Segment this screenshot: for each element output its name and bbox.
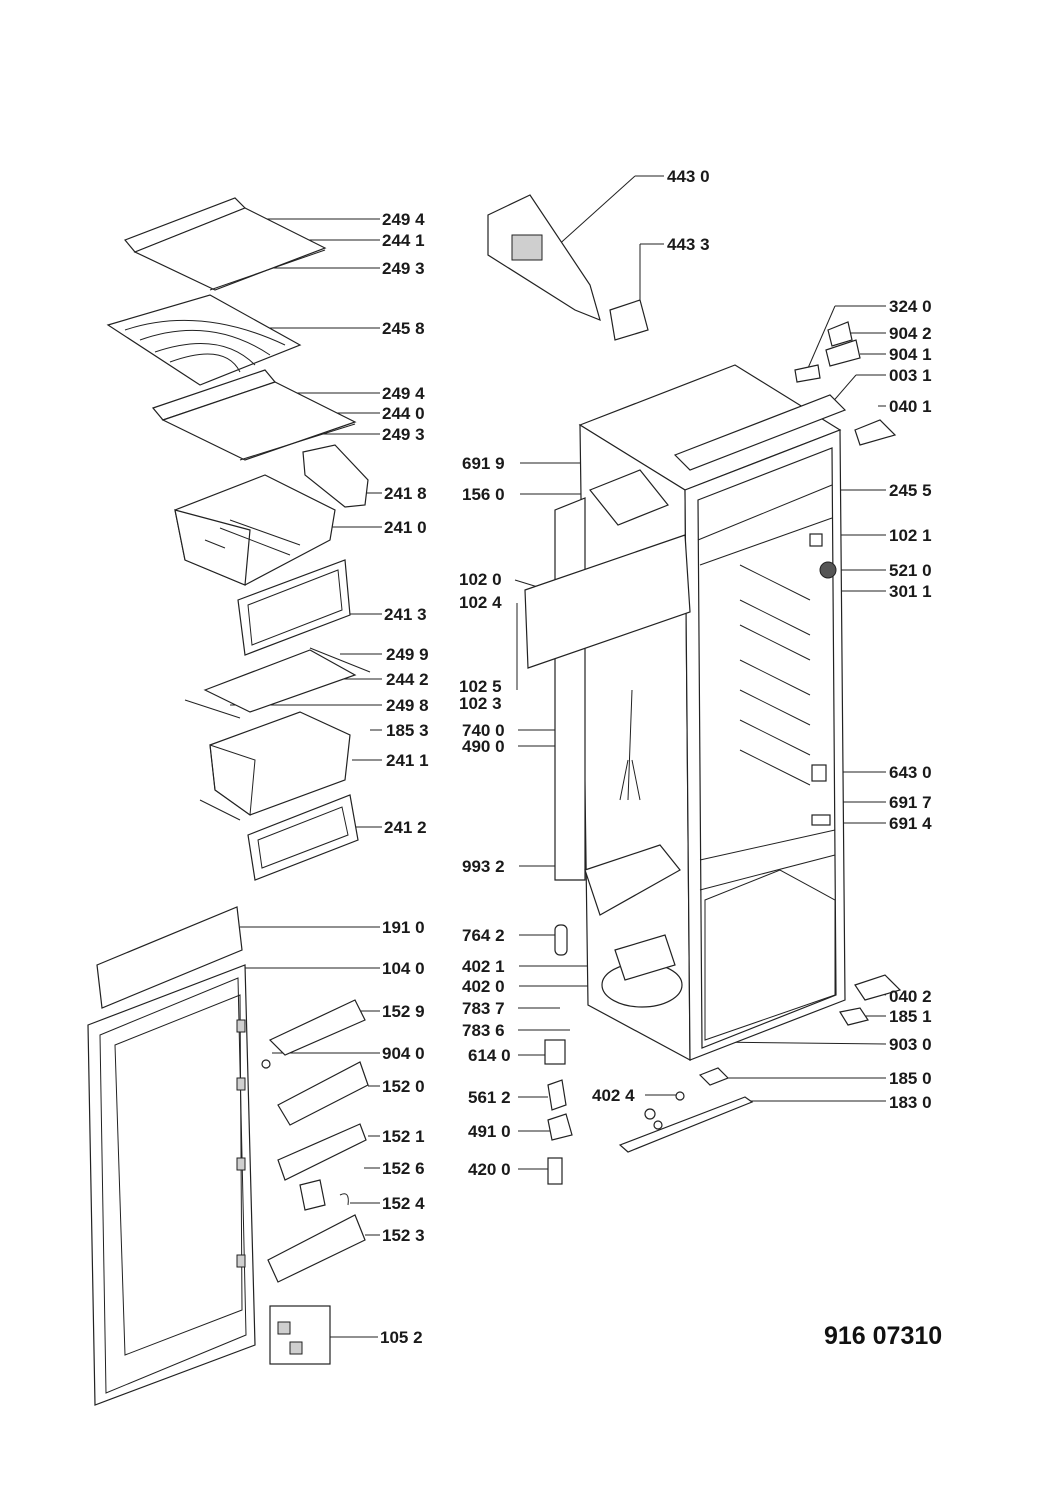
label-1040: 104 0 [382,959,425,978]
label-2455: 245 5 [889,481,932,500]
label-2441: 244 1 [382,231,425,250]
fan-and-grille [487,194,861,367]
label-4430: 443 0 [667,167,710,186]
label-4900: 490 0 [462,737,505,756]
label-6140: 614 0 [468,1046,511,1065]
part-labels: 443 0 443 3 324 0 904 2 904 1 003 1 040 … [380,167,932,1347]
lower-crisper-front [247,794,359,881]
label-9932: 993 2 [462,857,505,876]
upper-crisper-front [237,559,351,656]
label-5612: 561 2 [468,1088,511,1107]
label-1521: 152 1 [382,1127,425,1146]
label-0401: 040 1 [889,397,932,416]
crisper-cover-glass [184,647,371,719]
label-2499: 249 9 [386,645,429,664]
upper-crisper-drawer [174,474,336,586]
label-1025: 102 5 [459,677,502,696]
label-4020: 402 0 [462,977,505,996]
label-6914: 691 4 [889,814,932,833]
label-1021: 102 1 [889,526,932,545]
top-glass-shelf [124,197,327,291]
label-1851: 185 1 [889,1007,932,1026]
label-1524: 152 4 [382,1194,425,1213]
label-1052: 105 2 [380,1328,423,1347]
document-number: 916 07310 [824,1322,943,1350]
label-2493-top: 249 3 [382,259,425,278]
label-2442: 244 2 [386,670,429,689]
label-1023: 102 3 [459,694,502,713]
label-1523: 152 3 [382,1226,425,1245]
label-2458: 245 8 [382,319,425,338]
door-assembly [87,906,256,1406]
label-1560: 156 0 [462,485,505,504]
label-0031: 003 1 [889,366,932,385]
label-5210: 521 0 [889,561,932,580]
label-1526: 152 6 [382,1159,425,1178]
label-1830: 183 0 [889,1093,932,1112]
label-0402: 040 2 [889,987,932,1006]
label-4021: 402 1 [462,957,505,976]
label-4910: 491 0 [468,1122,511,1141]
label-6430: 643 0 [889,763,932,782]
label-4433: 443 3 [667,235,710,254]
label-2493-mid: 249 3 [382,425,425,444]
label-2498: 249 8 [386,696,429,715]
label-9042: 904 2 [889,324,932,343]
label-2440: 244 0 [382,404,425,423]
label-1520: 152 0 [382,1077,425,1096]
label-7400: 740 0 [462,721,505,740]
label-2494-top: 249 4 [382,210,425,229]
label-3240: 324 0 [889,297,932,316]
label-6919: 691 9 [462,454,505,473]
middle-glass-shelf [151,369,357,461]
label-6917: 691 7 [889,793,932,812]
label-9040: 904 0 [382,1044,425,1063]
label-7837: 783 7 [462,999,505,1018]
label-1850: 185 0 [889,1069,932,1088]
label-4200: 420 0 [468,1160,511,1179]
label-4024: 402 4 [592,1086,635,1105]
door-balconies [261,999,369,1365]
label-1853: 185 3 [386,721,429,740]
label-1529: 152 9 [382,1002,425,1021]
label-3011: 301 1 [889,582,932,601]
label-7836: 783 6 [462,1021,505,1040]
label-9030: 903 0 [889,1035,932,1054]
label-2494-mid: 249 4 [382,384,425,403]
label-1020: 102 0 [459,570,502,589]
wire-shelf [106,294,302,386]
label-7642: 764 2 [462,926,505,945]
label-2418: 241 8 [384,484,427,503]
lower-crisper-drawer [199,711,351,821]
label-2410: 241 0 [384,518,427,537]
label-9041: 904 1 [889,345,932,364]
label-2411: 241 1 [386,751,429,770]
label-2412: 241 2 [384,818,427,837]
label-1024: 102 4 [459,593,502,612]
small-bin [302,444,369,508]
label-1910: 191 0 [382,918,425,937]
cabinet [524,364,902,1185]
label-2413: 241 3 [384,605,427,624]
